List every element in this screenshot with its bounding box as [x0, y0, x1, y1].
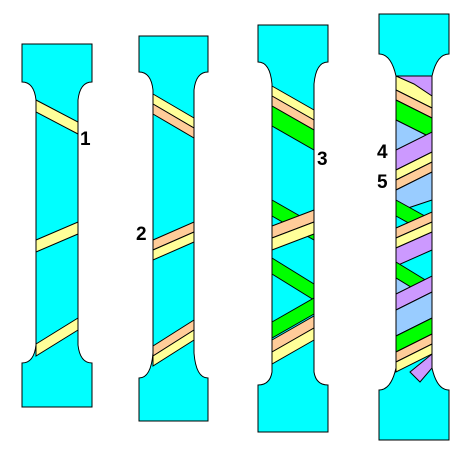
specimen-label-4: 4	[377, 142, 388, 163]
ply-band	[271, 221, 315, 251]
specimen-3	[257, 24, 329, 433]
ply-band	[152, 329, 195, 367]
specimen-2	[138, 35, 209, 422]
ply-band	[395, 75, 433, 109]
ply-band	[271, 105, 315, 151]
ply-band	[271, 327, 315, 365]
ply-band	[152, 103, 195, 139]
ply-band	[35, 221, 79, 253]
specimen-2-outline	[138, 35, 209, 422]
specimen-4-5	[378, 13, 450, 441]
ply-band	[152, 231, 195, 261]
specimen-label-5: 5	[377, 172, 388, 193]
specimen-label-1: 1	[80, 129, 91, 150]
ply-band	[395, 231, 433, 267]
ply-band	[35, 99, 79, 135]
ply-band	[271, 297, 315, 339]
ply-band	[409, 352, 433, 383]
specimen-label-2: 2	[136, 224, 147, 245]
ply-band	[35, 317, 79, 357]
specimen-1-outline	[21, 43, 93, 408]
specimen-1	[21, 43, 93, 408]
specimen-label-3: 3	[317, 149, 328, 170]
